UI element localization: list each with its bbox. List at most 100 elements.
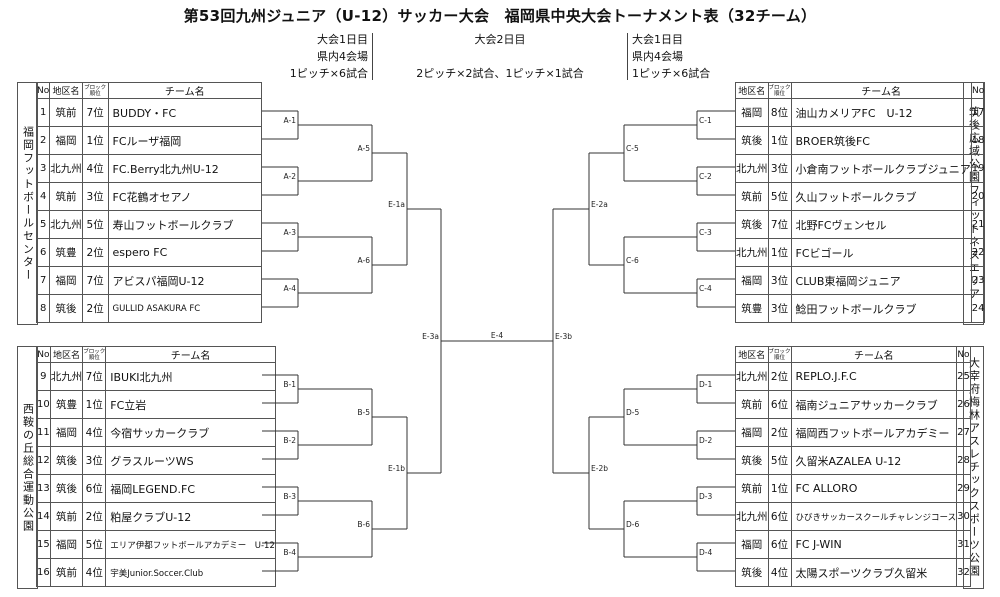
schedule-right-format: 1ピッチ×6試合 (632, 67, 711, 80)
venue-bottom-right-label: 大宰府梅林アスレチックスポーツ公園 (967, 357, 981, 578)
team-rank: 2位 (82, 502, 107, 531)
team-rank: 3位 (767, 294, 792, 323)
team-name: GULLID ASAKURA FC (107, 294, 262, 323)
match-A-5: A-5 (358, 144, 371, 153)
match-A-3: A-3 (284, 228, 297, 237)
team-rank: 2位 (767, 418, 792, 447)
team-name: FCルーザ福岡 (107, 126, 262, 155)
team-rank: 4位 (82, 558, 107, 587)
match-E-2b: E-2b (591, 464, 608, 473)
match-C-1: C-1 (699, 116, 712, 125)
team-rank: 5位 (81, 210, 109, 239)
team-name: 寿山フットボールクラブ (107, 210, 262, 239)
team-rank: 7位 (82, 362, 107, 391)
match-E-3b: E-3b (555, 332, 572, 341)
team-no: 18 (970, 126, 986, 155)
match-D-5: D-5 (626, 408, 639, 417)
team-rank: 4位 (767, 558, 792, 587)
team-name: 太陽スポーツクラブ久留米 (790, 558, 958, 587)
page-title: 第53回九州ジュニア（U-12）サッカー大会 福岡県中央大会トーナメント表（32… (183, 7, 817, 25)
team-no: 24 (970, 294, 986, 323)
schedule-center: 大会2日目 2ピッチ×2試合、1ピッチ×1試合 (380, 31, 620, 82)
team-region: 筑後 (735, 558, 769, 587)
team-region: 筑前 (49, 98, 83, 127)
team-name: FC立岩 (105, 390, 276, 419)
match-C-4: C-4 (699, 284, 712, 293)
match-E-2a: E-2a (591, 200, 608, 209)
team-name: ひびきサッカースクールチャレンジコース (790, 502, 958, 531)
team-region: 福岡 (49, 266, 83, 295)
team-region: 筑後 (49, 294, 83, 323)
team-region: 筑後 (735, 210, 769, 239)
match-E-4: E-4 (491, 331, 503, 340)
team-rank: 6位 (767, 390, 792, 419)
team-region: 北九州 (735, 362, 769, 391)
schedule-left: 大会1日目 県内4会場 1ピッチ×6試合 (268, 31, 368, 82)
match-D-1: D-1 (699, 380, 712, 389)
team-rank: 6位 (767, 502, 792, 531)
match-C-2: C-2 (699, 172, 712, 181)
team-rank: 8位 (767, 98, 792, 127)
team-region: 福岡 (735, 98, 769, 127)
team-rank: 5位 (82, 530, 107, 559)
schedule-center-day: 大会2日目 (474, 33, 526, 46)
schedule-left-format: 1ピッチ×6試合 (289, 67, 368, 80)
team-rank: 6位 (82, 474, 107, 503)
team-region: 筑後 (735, 126, 769, 155)
team-name: FC ALLORO (790, 474, 958, 503)
schedule-right-venues: 県内4会場 (632, 50, 683, 63)
team-rank: 6位 (767, 530, 792, 559)
schedule-right: 大会1日目 県内4会場 1ピッチ×6試合 (632, 31, 732, 82)
team-name: 油山カメリアFC U-12 (790, 98, 972, 127)
match-B-1: B-1 (283, 380, 296, 389)
match-A-2: A-2 (284, 172, 297, 181)
team-region: 福岡 (735, 530, 769, 559)
team-region: 筑前 (735, 390, 769, 419)
team-no: 28 (956, 446, 971, 475)
team-region: 北九州 (735, 502, 769, 531)
match-B-4: B-4 (283, 548, 296, 557)
team-name: espero FC (107, 238, 262, 267)
match-A-1: A-1 (284, 116, 297, 125)
block-header-top: ブロック (83, 348, 106, 355)
match-D-4: D-4 (699, 548, 712, 557)
schedule-left-venues: 県内4会場 (317, 50, 368, 63)
team-name: 福岡LEGEND.FC (105, 474, 276, 503)
match-E-1a: E-1a (388, 200, 405, 209)
team-name: 鯰田フットボールクラブ (790, 294, 972, 323)
team-name: BROER筑後FC (790, 126, 972, 155)
schedule-right-day: 大会1日目 (632, 33, 683, 46)
block-header-bottom: 順位 (88, 354, 100, 361)
team-no: 25 (956, 362, 971, 391)
block-rank-header: ブロック順位 (767, 346, 792, 363)
match-C-5: C-5 (626, 144, 639, 153)
team-rank: 1位 (767, 238, 792, 267)
team-name: REPLO.J.F.C (790, 362, 958, 391)
team-name: 宇美Junior.Soccer.Club (105, 558, 276, 587)
team-rank: 2位 (81, 294, 109, 323)
team-rank: 1位 (767, 474, 792, 503)
match-B-5: B-5 (357, 408, 370, 417)
team-region: 筑豊 (49, 238, 83, 267)
match-D-6: D-6 (626, 520, 639, 529)
match-E-1b: E-1b (388, 464, 405, 473)
team-rank: 3位 (82, 446, 107, 475)
team-rank: 4位 (82, 418, 107, 447)
